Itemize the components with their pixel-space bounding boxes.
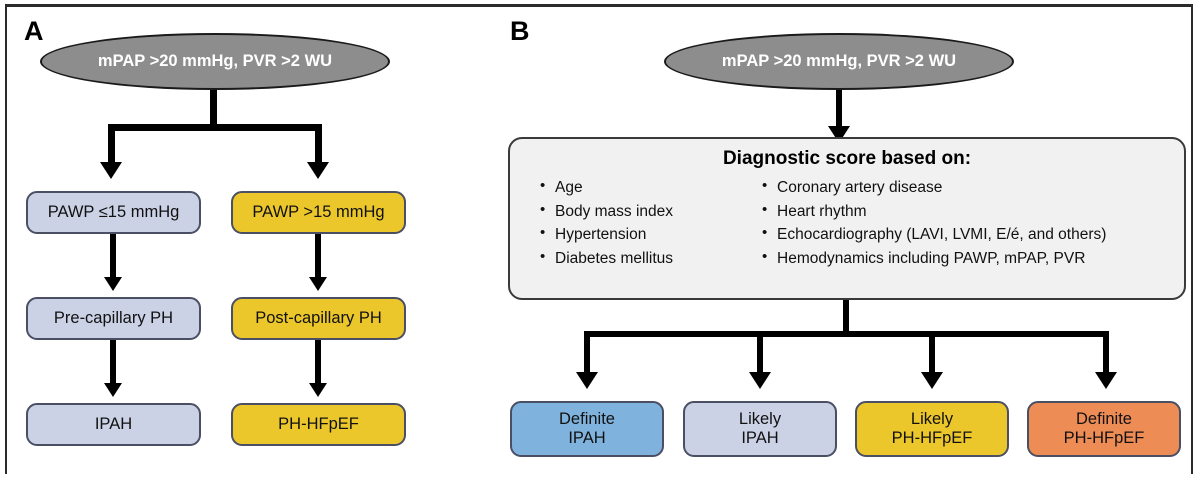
panel-a-split-bar	[108, 124, 322, 131]
panel-b-fan-bar	[584, 331, 1109, 337]
outcome-line-1: Definite	[1076, 410, 1132, 429]
diagnostic-score-column-left: Age Body mass index Hypertension Diabete…	[540, 175, 762, 271]
panel-a-right-connector-1	[315, 234, 321, 283]
panel-b-letter: B	[510, 16, 530, 46]
diagnostic-score-columns: Age Body mass index Hypertension Diabete…	[510, 175, 1184, 271]
outcome-line-1: Likely	[738, 410, 782, 429]
panel-a-letter: A	[24, 16, 44, 46]
panel-a-box-pawp-high: PAWP >15 mmHg	[231, 191, 406, 234]
outcome-line-2: IPAH	[741, 429, 779, 447]
list-item: Heart rhythm	[762, 199, 1106, 224]
list-item: Hypertension	[540, 222, 762, 247]
list-item: Diabetes mellitus	[540, 246, 762, 271]
outcome-line-1: Likely	[910, 410, 954, 429]
frame-left-rule	[5, 4, 7, 474]
panel-a-box-postcapillary: Post-capillary PH	[231, 297, 406, 340]
outcome-box-definite-ph-hfpef: Definite PH-HFpEF	[1027, 401, 1181, 457]
outcome-line-1: Definite	[559, 410, 615, 429]
panel-a-left-drop	[108, 124, 115, 164]
panel-b-drop-1	[584, 331, 590, 374]
panel-a-left-arrowhead-2	[104, 383, 122, 397]
panel-b-arrowhead-2	[749, 372, 771, 389]
list-item: Coronary artery disease	[762, 175, 1106, 200]
outcome-box-likely-ipah: Likely IPAH	[683, 401, 837, 457]
diagnostic-score-box: Diagnostic score based on: Age Body mass…	[508, 137, 1186, 300]
panel-a-left-connector-1	[110, 234, 116, 283]
panel-b-top-connector	[836, 90, 842, 132]
list-item: Body mass index	[540, 199, 762, 224]
outcome-box-likely-ph-hfpef: Likely PH-HFpEF	[855, 401, 1009, 457]
panel-b-arrowhead-3	[921, 372, 943, 389]
panel-a-left-arrowhead-1	[104, 277, 122, 291]
panel-a-box-ph-hfpef: PH-HFpEF	[231, 403, 406, 446]
panel-b-drop-2	[757, 331, 763, 374]
panel-a-top-node: mPAP >20 mmHg, PVR >2 WU	[40, 33, 390, 90]
panel-b-top-node: mPAP >20 mmHg, PVR >2 WU	[664, 33, 1014, 90]
panel-b-fan-trunk	[843, 300, 849, 334]
panel-b-arrowhead-1	[576, 372, 598, 389]
panel-a-box-precapillary: Pre-capillary PH	[26, 297, 201, 340]
panel-b-drop-4	[1103, 331, 1109, 374]
panel-a-trunk	[210, 90, 217, 127]
panel-b-arrowhead-4	[1095, 372, 1117, 389]
diagnostic-score-title: Diagnostic score based on:	[722, 148, 972, 169]
outcome-box-definite-ipah: Definite IPAH	[510, 401, 664, 457]
panel-a-right-arrowhead	[307, 162, 329, 179]
list-item: Hemodynamics including PAWP, mPAP, PVR	[762, 246, 1106, 271]
panel-a-right-drop	[315, 124, 322, 164]
panel-a-box-ipah: IPAH	[26, 403, 201, 446]
panel-a-left-arrowhead	[100, 162, 122, 179]
list-item: Age	[540, 175, 762, 200]
diagnostic-score-column-right: Coronary artery disease Heart rhythm Ech…	[762, 175, 1106, 271]
outcome-line-2: PH-HFpEF	[891, 429, 973, 447]
frame-top-rule	[5, 4, 1193, 7]
panel-a-right-connector-2	[315, 340, 321, 389]
panel-a-right-arrowhead-1	[309, 277, 327, 291]
outcome-line-2: IPAH	[568, 429, 606, 447]
list-item: Echocardiography (LAVI, LVMI, E/é, and o…	[762, 222, 1106, 247]
frame-right-rule	[1191, 4, 1193, 474]
panel-b-drop-3	[929, 331, 935, 374]
panel-a-right-arrowhead-2	[309, 383, 327, 397]
panel-a-box-pawp-low: PAWP ≤15 mmHg	[26, 191, 201, 234]
outcome-line-2: PH-HFpEF	[1063, 429, 1145, 447]
panel-a-left-connector-2	[110, 340, 116, 389]
